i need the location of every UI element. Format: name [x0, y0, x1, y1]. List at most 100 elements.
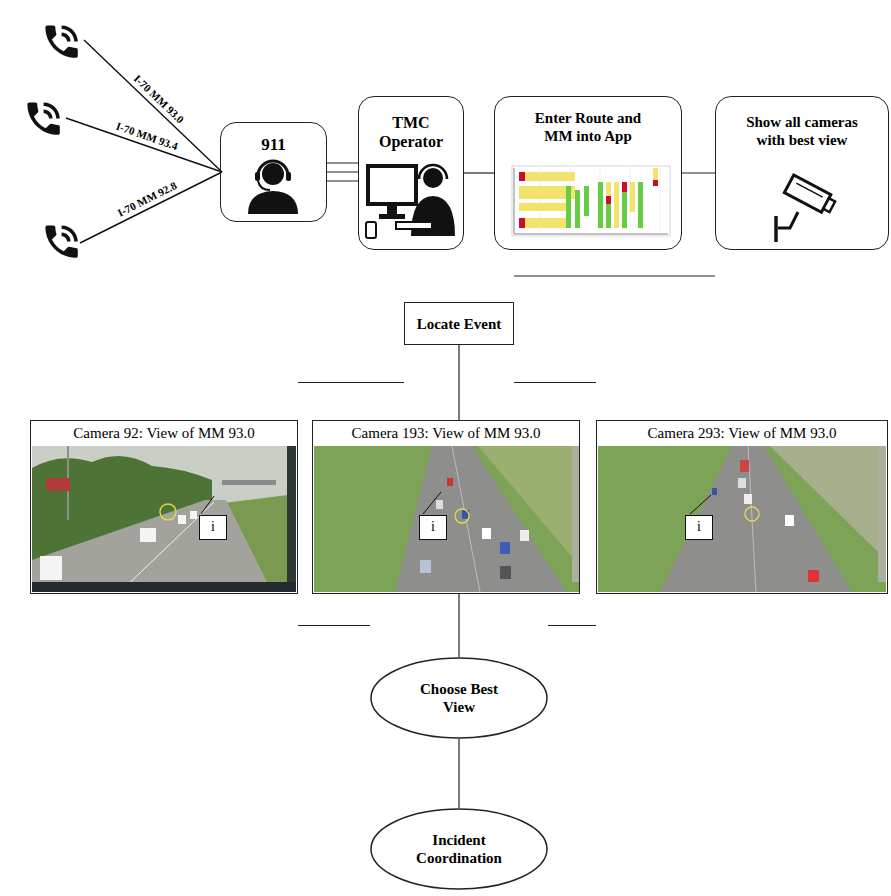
camera-image	[738, 478, 746, 488]
camera-image	[32, 446, 296, 592]
callout-number: i	[211, 519, 215, 536]
camera-image	[395, 446, 566, 592]
camera-image	[178, 515, 186, 524]
app-chart	[614, 182, 619, 228]
app-chart	[519, 203, 569, 211]
operator-icon	[366, 222, 376, 238]
app-chart	[630, 182, 635, 212]
app-chart	[622, 192, 627, 228]
app-chart	[653, 168, 658, 180]
phone-icon	[27, 25, 77, 257]
camera-image	[436, 500, 443, 509]
camera-image	[748, 446, 756, 592]
camera-image	[500, 542, 510, 554]
camera-image	[712, 488, 717, 495]
app-chart	[512, 166, 670, 236]
app-chart	[638, 182, 643, 228]
node-label: Locate Event	[417, 315, 502, 333]
camera-image	[520, 530, 529, 541]
connector	[514, 382, 596, 383]
camera-image	[423, 492, 441, 514]
node-label: Incident Coordination	[409, 831, 509, 867]
camera-image	[878, 446, 886, 582]
camera-image	[785, 515, 794, 526]
connector	[458, 739, 459, 808]
node-label: TMC Operator	[371, 113, 451, 151]
camera-image	[500, 566, 511, 579]
connector	[514, 275, 715, 276]
connector	[298, 625, 370, 626]
callout-number: i	[431, 519, 435, 536]
app-chart	[519, 218, 525, 228]
phone-icon	[45, 25, 77, 57]
dispatcher-icon	[248, 161, 298, 214]
camera-image	[287, 446, 296, 582]
camera-image	[160, 504, 176, 520]
operator-icon	[396, 222, 432, 229]
operator-icon	[368, 166, 416, 204]
camera-icon	[774, 216, 778, 242]
camera-image	[32, 446, 296, 592]
ellipse-outline	[371, 658, 547, 738]
app-chart	[584, 186, 589, 216]
camera-image	[314, 446, 579, 592]
terminal-ellipse: Incident Coordination	[370, 808, 548, 890]
app-chart	[514, 168, 515, 234]
callout-box: i	[199, 515, 227, 540]
ellipse-outline	[371, 809, 547, 889]
terminal-ellipse: Choose Best View	[370, 657, 548, 739]
app-box: Enter Route and MM into App	[494, 96, 682, 250]
operator-icon	[379, 214, 405, 219]
camera-image	[745, 507, 759, 521]
camera-image	[46, 478, 70, 491]
connector	[464, 172, 494, 173]
operator-icon	[419, 165, 447, 179]
app-chart	[660, 167, 661, 234]
ellipse-outline	[370, 808, 548, 890]
dispatcher-icon	[248, 191, 298, 214]
camera-image	[455, 509, 469, 523]
dispatcher-icon	[258, 161, 288, 176]
call-line	[66, 118, 222, 172]
dispatcher-icon	[255, 172, 260, 181]
node-label: Enter Route and MM into App	[526, 109, 651, 145]
app-chart	[606, 196, 611, 204]
node-label: Choose Best View	[409, 680, 509, 716]
app-chart	[598, 182, 603, 228]
dispatcher-icon	[286, 172, 291, 181]
camera-image	[598, 446, 886, 592]
callout-box: i	[419, 515, 447, 540]
node-label: 911	[261, 135, 286, 155]
connector	[327, 163, 358, 181]
app-chart	[566, 186, 571, 228]
operator-box: TMC Operator	[358, 96, 464, 250]
camera-panel: Camera 92: View of MM 93.0i	[30, 420, 298, 594]
camera-icon	[784, 175, 837, 216]
call-location: I-70 MM 93.4	[115, 120, 180, 153]
app-chart	[525, 218, 570, 228]
camera-image	[222, 480, 276, 485]
app-chart	[519, 172, 525, 181]
dispatcher-icon	[258, 181, 270, 190]
callout-box: i	[685, 515, 713, 540]
camera-image	[482, 528, 491, 539]
operator-icon	[423, 168, 443, 188]
camera-image	[140, 528, 156, 542]
operator-icon	[387, 204, 397, 215]
connector	[458, 345, 459, 420]
camera-image	[808, 570, 819, 582]
camera-image	[447, 478, 453, 486]
app-chart	[514, 234, 668, 235]
phone-icon	[27, 102, 59, 134]
app-chart	[575, 190, 580, 228]
node-label: Camera 293: View of MM 93.0	[648, 424, 837, 442]
camera-icon	[776, 175, 837, 242]
app-chart	[622, 182, 627, 192]
camera-image	[201, 496, 214, 514]
camera-image	[740, 460, 749, 472]
operator-icon	[366, 165, 455, 238]
camera-image	[452, 446, 480, 592]
camera-panel: Camera 193: View of MM 93.0i	[312, 420, 580, 594]
connector	[548, 625, 596, 626]
